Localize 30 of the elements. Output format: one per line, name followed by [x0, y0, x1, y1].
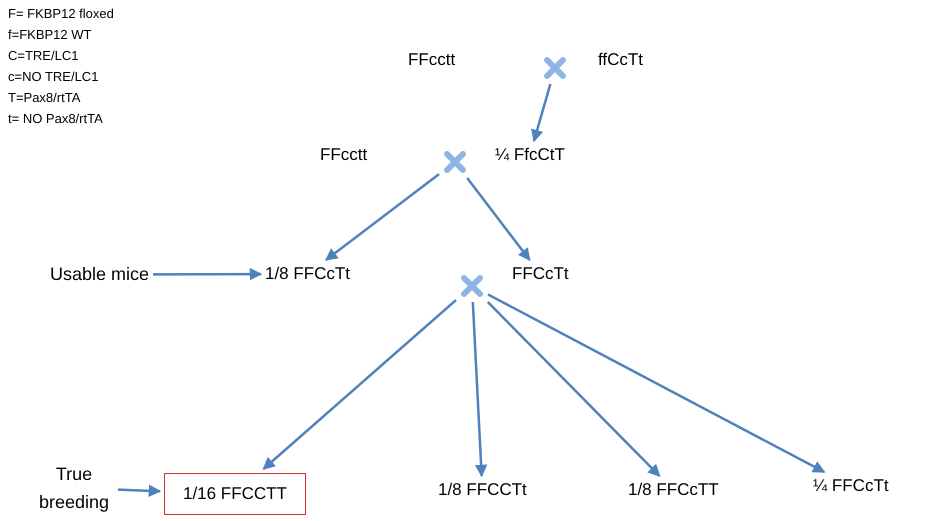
arrow [118, 484, 162, 498]
cross-icon [460, 274, 484, 298]
arrow [472, 302, 488, 478]
node-text: FFcctt [320, 145, 368, 165]
arrow [153, 268, 262, 280]
key-text: c=NO TRE/LC1 [8, 69, 98, 84]
key-text: t= NO Pax8/rtTA [8, 111, 103, 126]
node-text: 1/8 FFCcTt [265, 264, 350, 284]
node-text: 1/8 FFCcTT [628, 480, 719, 500]
key-text: F= FKBP12 floxed [8, 6, 114, 21]
key-text: C=TRE/LC1 [8, 48, 78, 63]
node-text: Usable mice [50, 264, 150, 285]
key-text: T=Pax8/rtTA [8, 90, 80, 105]
arrow [466, 177, 531, 261]
cross-icon [543, 56, 567, 80]
node-text: True breeding [34, 460, 114, 516]
node-text: ¼ FFCcTt [813, 476, 889, 496]
node-text: ffCcTt [598, 50, 644, 70]
genotype-box: 1/16 FFCCTT [164, 473, 306, 515]
arrow [487, 293, 826, 474]
arrow [324, 173, 440, 261]
node-text: FFcctt [408, 50, 456, 70]
arrow [486, 301, 660, 477]
node-text: FFCcTt [512, 264, 569, 284]
arrow [531, 84, 552, 142]
arrow [262, 299, 457, 470]
node-text: ¼ FfcCtT [495, 145, 565, 165]
cross-icon [443, 150, 467, 174]
node-text: 1/8 FFCCTt [438, 480, 527, 500]
key-text: f=FKBP12 WT [8, 27, 92, 42]
